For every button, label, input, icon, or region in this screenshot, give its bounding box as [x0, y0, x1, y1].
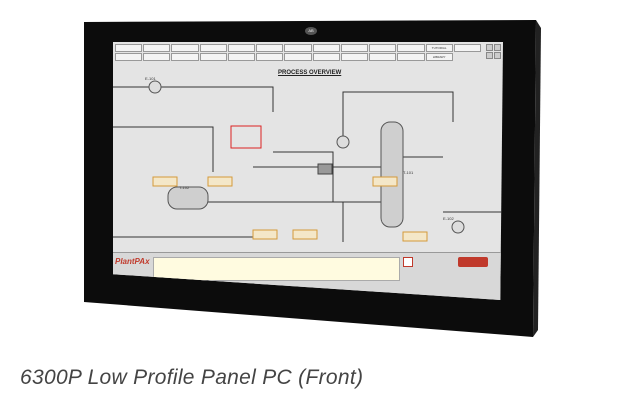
nav-item[interactable] — [453, 44, 481, 52]
nav-item[interactable] — [284, 53, 312, 61]
process-diagram — [113, 80, 503, 242]
label-t-102: T-102 — [179, 185, 190, 190]
nav-button[interactable] — [494, 52, 501, 59]
value-box[interactable] — [292, 229, 318, 240]
nav-item[interactable] — [171, 44, 199, 52]
nav-item[interactable] — [312, 44, 340, 52]
nav-item[interactable] — [397, 53, 425, 61]
nav-item[interactable] — [115, 53, 143, 61]
nav-item[interactable] — [199, 53, 227, 61]
alarm-button[interactable] — [403, 257, 413, 267]
nav-item[interactable] — [397, 44, 425, 52]
nav-item[interactable] — [199, 44, 227, 52]
plantpax-logo: PlantPAx — [115, 257, 150, 266]
nav-item-tutorial[interactable]: TUTORIAL — [425, 44, 453, 52]
value-box[interactable] — [207, 176, 233, 187]
nav-button[interactable] — [494, 44, 501, 51]
label-e-102: E-102 — [443, 216, 454, 221]
tank-t-102[interactable] — [167, 186, 209, 210]
nav-item[interactable] — [369, 53, 397, 61]
selected-device[interactable] — [230, 125, 262, 149]
value-box[interactable] — [252, 229, 278, 240]
exchanger-e-102[interactable] — [451, 220, 465, 234]
nav-item[interactable] — [143, 53, 171, 61]
nav-item[interactable] — [312, 53, 340, 61]
nav-button[interactable] — [486, 44, 493, 51]
nav-item[interactable] — [143, 44, 171, 52]
value-box[interactable] — [372, 176, 398, 187]
product-caption: 6300P Low Profile Panel PC (Front) — [20, 366, 364, 389]
nav-item[interactable] — [256, 53, 284, 61]
pump[interactable] — [317, 163, 333, 175]
nav-buttons — [486, 44, 501, 59]
nav-bar: TUTORIAL LIBRARY OVERVIEW — [115, 44, 481, 61]
nav-item[interactable] — [227, 53, 256, 61]
label-t-101: T-101 — [403, 170, 414, 175]
page-title: PROCESS OVERVIEW — [278, 70, 342, 76]
nav-item-library-overview[interactable]: LIBRARY OVERVIEW — [425, 53, 453, 61]
exchanger[interactable] — [336, 135, 350, 149]
rockwell-logo — [458, 257, 488, 267]
value-box[interactable] — [152, 176, 178, 187]
brand-logo: AB — [305, 27, 317, 35]
alarm-list[interactable] — [153, 257, 400, 281]
nav-item[interactable] — [227, 44, 256, 52]
nav-item[interactable] — [340, 44, 369, 52]
nav-button[interactable] — [486, 52, 493, 59]
exchanger-e-101[interactable] — [148, 80, 162, 94]
nav-item[interactable] — [256, 44, 284, 52]
label-e-101: E-101 — [145, 76, 156, 81]
nav-item[interactable] — [369, 44, 397, 52]
nav-item[interactable] — [115, 44, 143, 52]
tank-t-101[interactable] — [380, 121, 404, 228]
hmi-screen: TUTORIAL LIBRARY OVERVIEW PROCESS OVERVI… — [113, 42, 503, 300]
value-box[interactable] — [402, 231, 428, 242]
nav-item[interactable] — [284, 44, 312, 52]
nav-item[interactable] — [340, 53, 369, 61]
nav-item[interactable] — [171, 53, 199, 61]
